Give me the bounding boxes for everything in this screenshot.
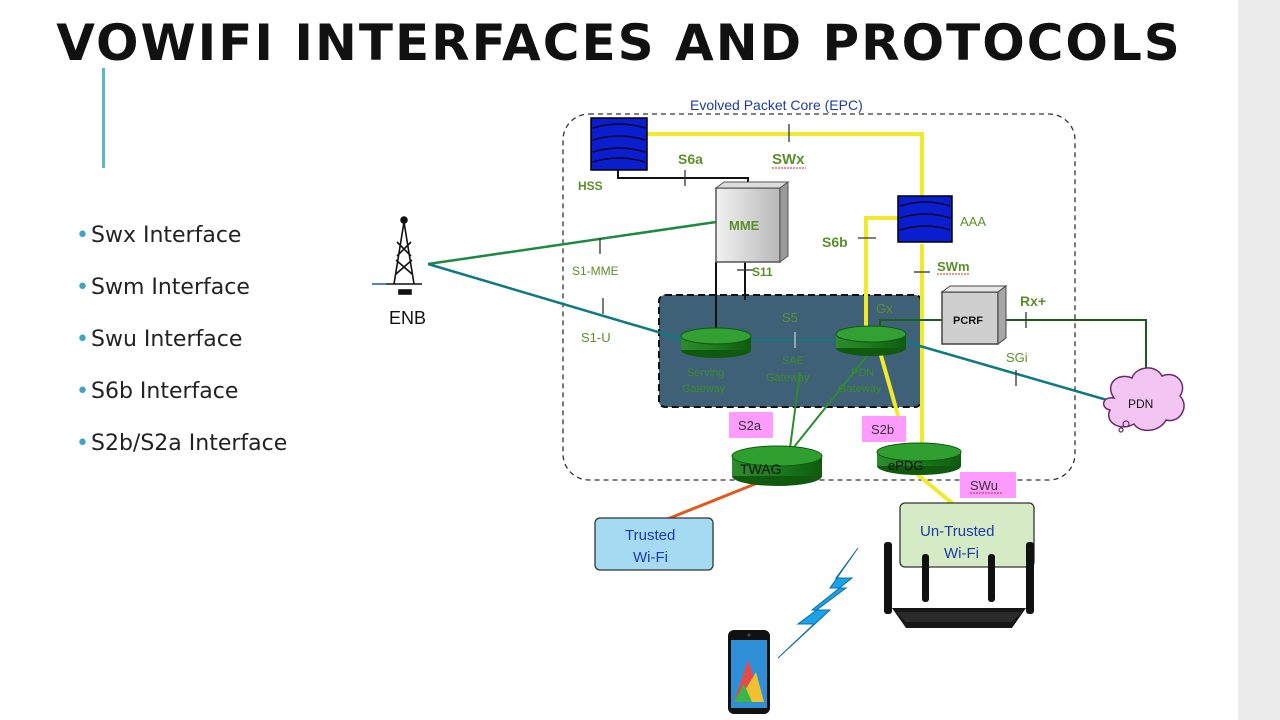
twag-cylinder	[731, 445, 823, 486]
untrusted-wifi-box	[899, 502, 1035, 568]
serving-gateway-label-1: Serving	[687, 367, 724, 379]
bullet-item: •Swu Interface	[76, 327, 243, 352]
s1-mme-label: S1-MME	[572, 264, 619, 278]
s11-label: S11	[752, 265, 773, 279]
s2b-label: S2b	[871, 422, 894, 437]
swu-tag	[960, 472, 1016, 498]
s1-u-link	[427, 262, 686, 342]
pdn-gateway-cylinder	[835, 325, 907, 356]
enb-label: ENB	[389, 308, 426, 328]
s6b-link	[864, 216, 898, 330]
swu-label: SWu	[970, 478, 998, 493]
pcrf-node	[940, 285, 1008, 345]
hss-node	[590, 117, 648, 171]
sae-gateway-label-2: Gateway	[766, 372, 810, 384]
trusted-wifi-box	[594, 517, 714, 571]
untrusted-wifi-label-1: Un-Trusted	[920, 523, 994, 540]
bullet-item: •S2b/S2a Interface	[76, 431, 288, 456]
hss-label: HSS	[578, 179, 603, 193]
pdn-gateway-label-2: Gateway	[838, 383, 882, 395]
s2b-tag	[862, 416, 906, 442]
swm-label: SWm	[937, 259, 970, 274]
bullet-item: •Swm Interface	[76, 275, 250, 300]
bullet-item: •S6b Interface	[76, 379, 239, 404]
epdg-cylinder	[876, 442, 962, 475]
wireless-lightning-icon	[777, 547, 859, 659]
rx-label: Rx+	[1020, 293, 1046, 309]
enb-tower-icon	[372, 216, 422, 295]
s2a-link	[789, 371, 801, 449]
twag-pgw-link	[789, 351, 871, 453]
bullet-list: •Swx Interface •Swm Interface •Swu Inter…	[76, 216, 287, 476]
epc-boundary	[562, 113, 1076, 481]
twag-label: TWAG	[740, 461, 781, 477]
epdg-label: ePDG	[888, 458, 923, 473]
pdn-gateway-label-1: PDN	[851, 367, 874, 379]
s5-label: S5	[782, 310, 798, 325]
epc-label: Evolved Packet Core (EPC)	[690, 97, 863, 113]
bullet-item: •Swx Interface	[76, 223, 242, 248]
smartphone-icon	[728, 630, 770, 714]
accent-bar	[102, 68, 105, 168]
sgi-link	[905, 340, 1115, 404]
aaa-node	[897, 195, 953, 243]
s1-mme-link	[427, 220, 717, 266]
s1-u-label: S1-U	[581, 330, 611, 345]
swx-label: SWx	[772, 151, 805, 168]
s2a-label: S2a	[738, 418, 762, 433]
pdn-label: PDN	[1128, 397, 1153, 411]
right-edge-strip	[1238, 0, 1280, 720]
serving-gateway-cylinder	[680, 327, 752, 358]
rx-link	[1002, 319, 1147, 382]
pcrf-label: PCRF	[953, 315, 983, 327]
slide-title: VOWIFI INTERFACES AND PROTOCOLS	[56, 14, 1182, 72]
serving-gateway-label-2: Gateway	[682, 383, 726, 395]
untrusted-wifi-label-2: Wi-Fi	[944, 545, 979, 562]
aaa-label: AAA	[960, 214, 986, 229]
s6a-label: S6a	[678, 151, 703, 167]
trusted-link	[664, 480, 761, 522]
sgi-label: SGi	[1006, 350, 1028, 365]
mme-node	[714, 181, 790, 263]
swx-link	[645, 132, 924, 196]
router-icon	[884, 542, 1034, 628]
s6b-label: S6b	[822, 234, 848, 250]
gx-label: Gx	[876, 301, 893, 316]
s2a-tag	[729, 412, 773, 438]
trusted-wifi-label-1: Trusted	[625, 527, 675, 544]
pdn-cloud-icon	[1102, 367, 1185, 433]
swu-link	[910, 468, 960, 510]
trusted-wifi-label-2: Wi-Fi	[633, 549, 668, 566]
mme-label: MME	[729, 218, 760, 233]
sae-gateway-label-1: SAE	[782, 355, 804, 367]
vowifi-network-diagram: Evolved Packet Core (EPC) HSS MME AAA PC…	[372, 97, 1185, 714]
